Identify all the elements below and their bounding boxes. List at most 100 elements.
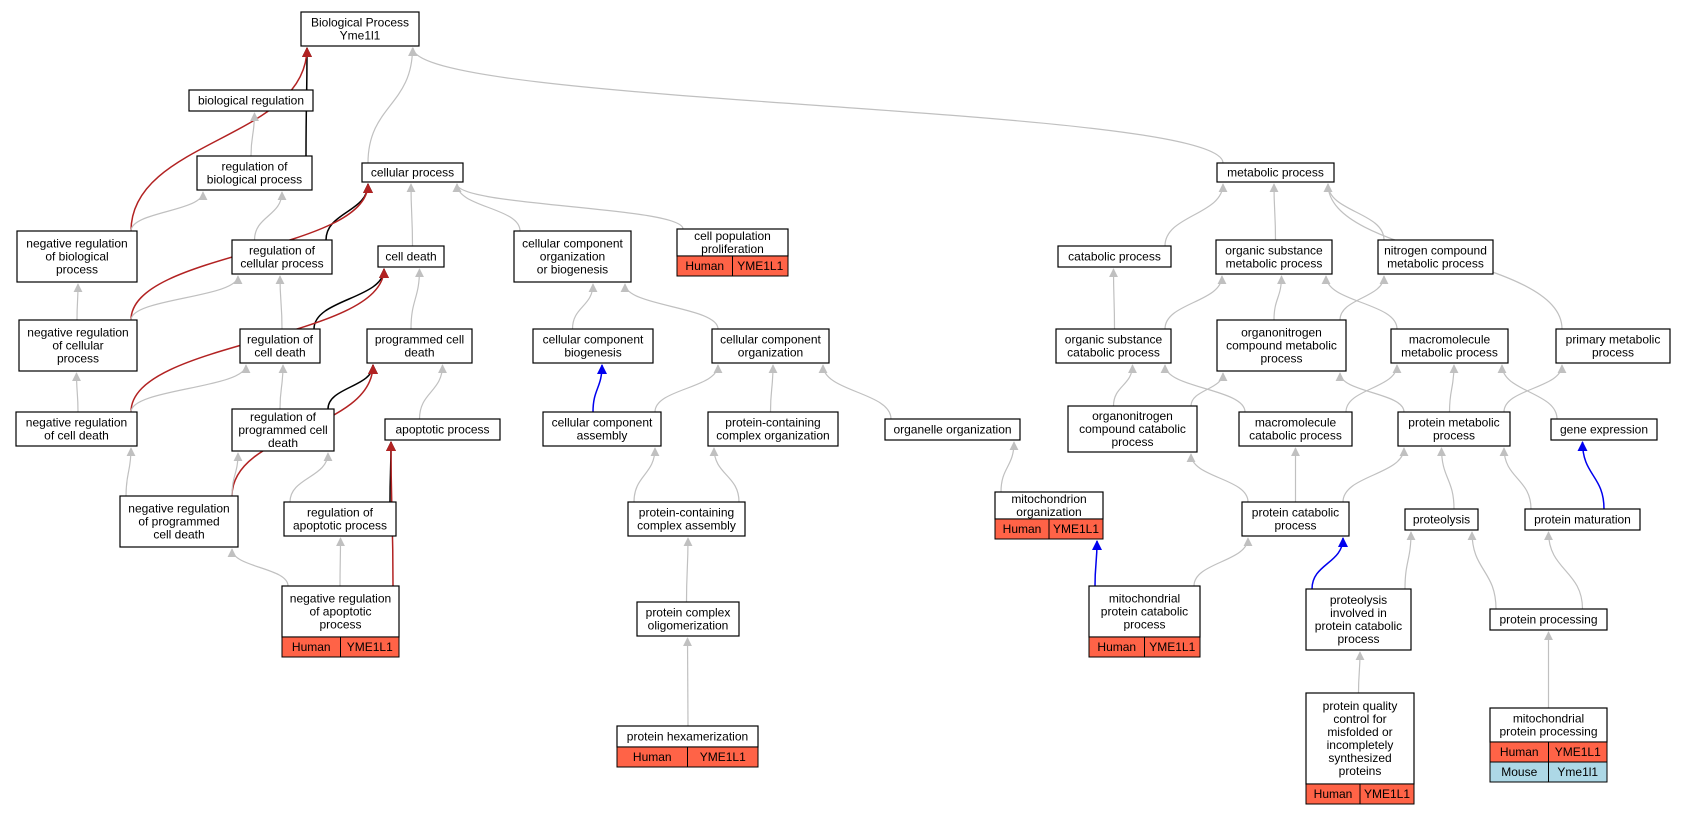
go-term-node-protmat[interactable]: protein maturation	[1524, 508, 1641, 531]
node-label-line: protein metabolic	[1408, 416, 1499, 430]
edge-celldeath-to-cellproc	[406, 183, 416, 247]
edge-proteolysis-to-protmp	[1437, 447, 1455, 510]
node-label-line: negative regulation	[290, 592, 391, 606]
gene-cell	[1359, 783, 1415, 805]
edge-protproc-to-protmat	[1544, 531, 1584, 610]
go-term-node-cellproc[interactable]: cellular process	[361, 162, 464, 183]
node-box	[188, 89, 314, 112]
node-label-line: protein maturation	[1534, 513, 1631, 527]
node-box	[1067, 405, 1198, 453]
node-label-line: assembly	[577, 429, 628, 443]
edge-onccp-to-oscp	[1112, 364, 1137, 407]
gene-label: YME1L1	[1364, 787, 1410, 801]
edge-pco-to-pcca	[683, 537, 693, 603]
node-box	[1241, 501, 1350, 537]
node-box	[711, 328, 830, 364]
edge-protmp-to-oncmp	[1335, 372, 1405, 413]
go-term-node-orgorg[interactable]: organelle organization	[884, 418, 1021, 441]
node-label-line: catabolic process	[1068, 250, 1161, 264]
gene-label: YME1L1	[700, 750, 746, 764]
go-term-node-metab[interactable]: metabolic process	[1216, 162, 1335, 183]
node-label-line: oligomerization	[648, 619, 729, 633]
node-box	[15, 411, 138, 447]
go-term-node-proteolysis[interactable]: proteolysis	[1404, 508, 1479, 531]
node-box	[627, 501, 746, 537]
node-box	[1524, 508, 1641, 531]
edge-pipcp-to-proteolysis	[1404, 531, 1416, 590]
node-box	[994, 491, 1104, 520]
edge-cca-to-cco	[654, 364, 723, 413]
edge-negap-to-negpcd	[227, 548, 289, 587]
node-box	[1238, 411, 1353, 447]
go-term-node-protproc[interactable]: protein processing	[1489, 608, 1608, 631]
edge-pcp-to-protmp	[1342, 447, 1409, 503]
node-box	[231, 408, 335, 452]
node-label-line: metabolic process	[1387, 257, 1484, 271]
species-label: Human	[633, 750, 672, 764]
go-term-node-geneexp[interactable]: gene expression	[1550, 418, 1658, 441]
node-box	[636, 601, 740, 637]
node-label-line: apoptotic process	[293, 519, 387, 533]
node-label-line: control for	[1333, 712, 1386, 726]
go-term-node-catab[interactable]: catabolic process	[1057, 245, 1172, 268]
edge-negcd-to-regcd	[130, 364, 251, 413]
node-label-line: catabolic process	[1249, 429, 1342, 443]
edge-regcd-to-regcell	[275, 275, 285, 330]
node-label-line: regulation of	[221, 160, 288, 174]
node-label-line: process	[57, 352, 99, 366]
node-label-line: gene expression	[1560, 423, 1648, 437]
species-label: Human	[292, 640, 331, 654]
node-label-line: mitochondrial	[1109, 592, 1180, 606]
node-label-line: Biological Process	[311, 16, 409, 30]
species-label: Human	[685, 259, 724, 273]
edge-ccb-to-ccob	[571, 283, 598, 330]
go-term-node-apop[interactable]: apoptotic process	[384, 418, 501, 441]
node-box	[1397, 411, 1511, 447]
node-box	[239, 328, 321, 364]
gene-label: YME1L1	[737, 259, 783, 273]
go-term-node-celldeath[interactable]: cell death	[377, 245, 445, 268]
node-label-line: involved in	[1330, 606, 1387, 620]
go-term-node-bioreg[interactable]: biological regulation	[188, 89, 314, 112]
node-label-line: of cellular	[52, 339, 103, 353]
node-label-line: biogenesis	[564, 346, 621, 360]
node-label-line: proteins	[1339, 764, 1382, 778]
node-label-line: of cell death	[44, 429, 109, 443]
